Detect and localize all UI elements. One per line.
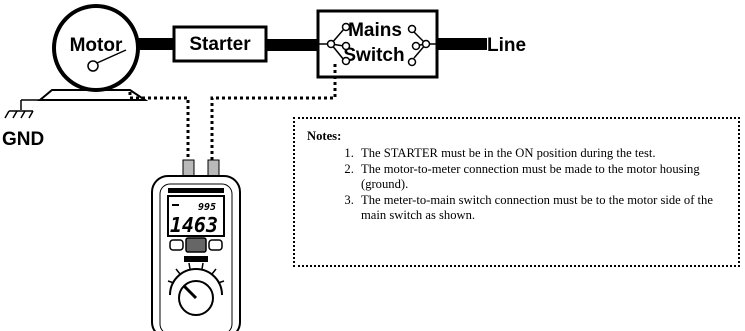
switch-contacts-right (407, 24, 437, 67)
probe-plug-right (207, 159, 220, 177)
ground-symbol (4, 99, 40, 119)
meter-dial-arc (169, 268, 223, 296)
gnd-label: GND (2, 129, 44, 150)
cable-starter-switch (266, 39, 318, 51)
meter-buttons (169, 237, 223, 253)
meter-lower-label (184, 256, 208, 262)
meter-top-strip (168, 188, 224, 193)
test-lead-to-motor (128, 92, 190, 160)
note-item: The STARTER must be in the ON position d… (357, 146, 724, 161)
starter-label: Starter (189, 34, 251, 55)
mains-label-line2: Switch (343, 45, 404, 66)
notes-title: Notes: (307, 129, 342, 143)
cable-switch-line (437, 38, 487, 50)
switch-contacts-left (318, 22, 351, 66)
meter-inner-frame (159, 183, 233, 331)
meter-top-reading: 995 (198, 202, 216, 213)
meter-button-left (169, 239, 184, 251)
line-label: Line (487, 35, 526, 56)
motor-label: Motor (70, 35, 123, 56)
mains-label-line1: Mains (348, 20, 402, 41)
note-item: The meter-to-main switch connection must… (357, 193, 724, 223)
meter-button-right (208, 239, 223, 251)
meter-display-indicator (172, 204, 179, 206)
starter-box (172, 25, 268, 63)
probe-plug-left (182, 159, 195, 177)
notes-list: The STARTER must be in the ON position d… (307, 146, 724, 223)
cable-motor-starter (136, 38, 174, 50)
meter-button-center (185, 237, 207, 253)
notes-box: Notes: The STARTER must be in the ON pos… (293, 117, 740, 267)
meter-display (167, 195, 225, 237)
motor-terminal (87, 60, 99, 72)
meter-main-reading: 1463 (170, 213, 218, 237)
motor-pointer (96, 49, 127, 64)
meter-dial-ticks (167, 262, 225, 284)
test-lead-to-switch (210, 64, 337, 160)
note-item: The motor-to-meter connection must be ma… (357, 162, 724, 192)
meter-knob-pointer (182, 284, 198, 300)
